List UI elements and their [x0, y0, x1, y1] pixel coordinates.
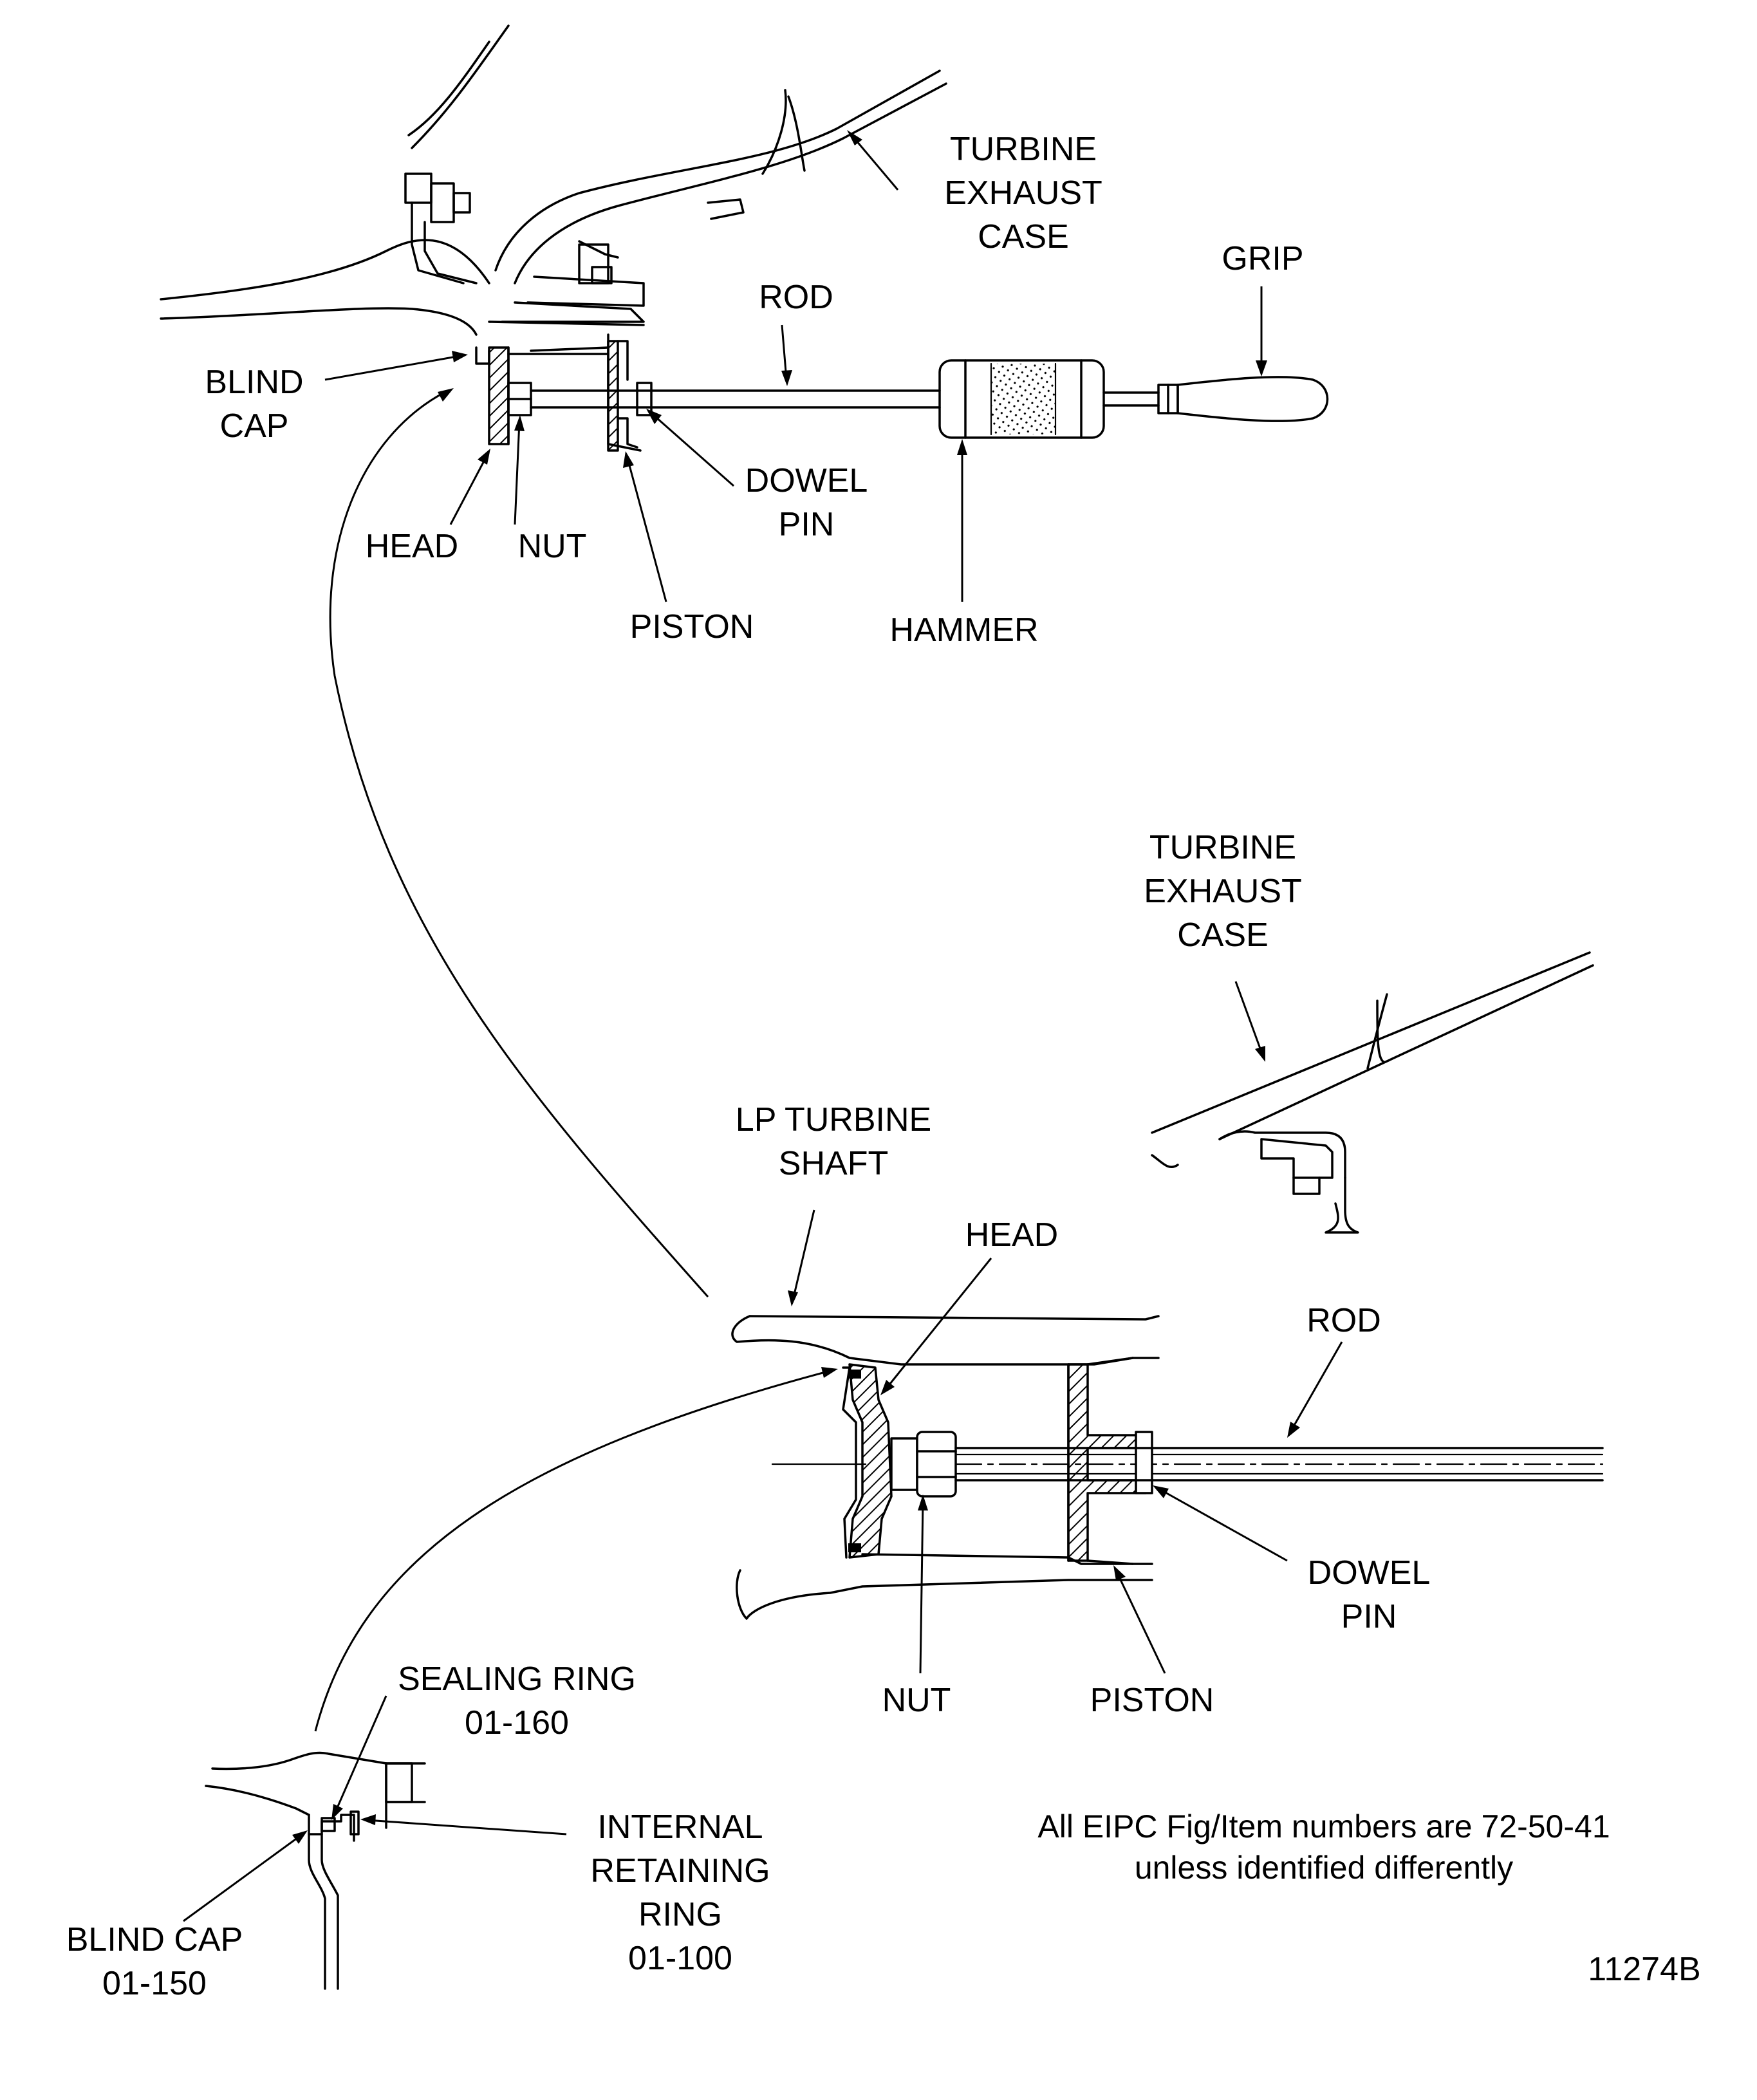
label-line: 01-160 [465, 1704, 569, 1742]
label-line: HAMMER [889, 611, 1039, 649]
top-leaders [324, 130, 1267, 1297]
label-piston-bottom: PISTON [1090, 1678, 1214, 1722]
label-line: 01-100 [628, 1940, 732, 1977]
label-sealing-ring: SEALING RING 01-160 [398, 1657, 636, 1745]
label-hammer: HAMMER [889, 608, 1038, 652]
label-rod-top: ROD [759, 275, 833, 319]
label-line: PISTON [629, 608, 754, 646]
label-nut-bottom: NUT [882, 1678, 951, 1722]
label-line: ROD [1306, 1302, 1381, 1339]
label-line: RETAINING [590, 1852, 770, 1890]
label-line: PIN [778, 506, 835, 543]
label-line: NUT [517, 528, 587, 565]
label-line: CASE [978, 218, 1069, 256]
label-line: TURBINE [1149, 829, 1297, 866]
label-line: CAP [219, 407, 289, 445]
label-line: SHAFT [778, 1145, 889, 1182]
label-line: PISTON [1090, 1682, 1214, 1719]
label-line: GRIP [1222, 240, 1304, 277]
bottom-leaders [314, 1209, 1343, 1732]
label-line: BLIND [205, 364, 304, 401]
label-line: 01-150 [102, 1965, 207, 2002]
label-internal-retaining-ring: INTERNAL RETAINING RING 01-100 [590, 1805, 770, 1980]
label-line: EXHAUST [1144, 873, 1302, 910]
label-line: HEAD [365, 528, 459, 565]
label-line: SEALING RING [398, 1660, 636, 1698]
label-line: INTERNAL [597, 1808, 763, 1846]
label-dowel-pin-top: DOWEL PIN [745, 459, 868, 546]
figure-id: 11274B [1588, 1947, 1700, 1991]
detail-leaders [183, 1695, 567, 1922]
label-turbine-exhaust-case-top: TURBINE EXHAUST CASE [944, 127, 1102, 259]
label-blind-cap-top: BLIND CAP [205, 360, 303, 448]
label-nut-top: NUT [518, 525, 587, 568]
note-line: unless identified differently [1134, 1850, 1514, 1886]
label-line: EXHAUST [944, 174, 1102, 212]
label-turbine-exhaust-case-mid: TURBINE EXHAUST CASE [1144, 826, 1302, 957]
label-line: RING [638, 1896, 722, 1933]
label-line: LP TURBINE [735, 1101, 932, 1138]
middle-leader [1234, 981, 1265, 1062]
label-head-top: HEAD [366, 525, 458, 568]
blind-cap-detail-drawing [205, 1751, 426, 1990]
label-head-bottom: HEAD [965, 1213, 1058, 1257]
label-line: PIN [1341, 1598, 1397, 1635]
label-blind-cap-detail: BLIND CAP 01-150 [66, 1918, 243, 2005]
label-line: DOWEL [1307, 1554, 1431, 1592]
label-piston-top: PISTON [630, 605, 754, 649]
label-dowel-pin-bottom: DOWEL PIN [1308, 1551, 1431, 1639]
label-line: TURBINE [949, 131, 1097, 168]
label-grip: GRIP [1222, 237, 1303, 281]
label-line: CASE [1177, 916, 1269, 954]
eipc-note: All EIPC Fig/Item numbers are 72-50-41 u… [1037, 1806, 1610, 1888]
label-line: BLIND CAP [66, 1921, 243, 1958]
label-lp-turbine-shaft: LP TURBINE SHAFT [736, 1098, 931, 1185]
note-line: All EIPC Fig/Item numbers are 72-50-41 [1037, 1808, 1610, 1844]
middle-exhaust-case-detail [1151, 951, 1594, 1234]
label-line: HEAD [965, 1216, 1059, 1254]
label-rod-bottom: ROD [1306, 1299, 1381, 1343]
top-engine-structure [160, 24, 947, 336]
label-line: ROD [759, 279, 833, 316]
label-line: NUT [882, 1682, 951, 1719]
label-line: 11274B [1588, 1951, 1701, 1988]
top-puller-tool [475, 333, 1329, 452]
bottom-shaft-and-tool [731, 1315, 1604, 1620]
label-line: DOWEL [745, 462, 868, 499]
